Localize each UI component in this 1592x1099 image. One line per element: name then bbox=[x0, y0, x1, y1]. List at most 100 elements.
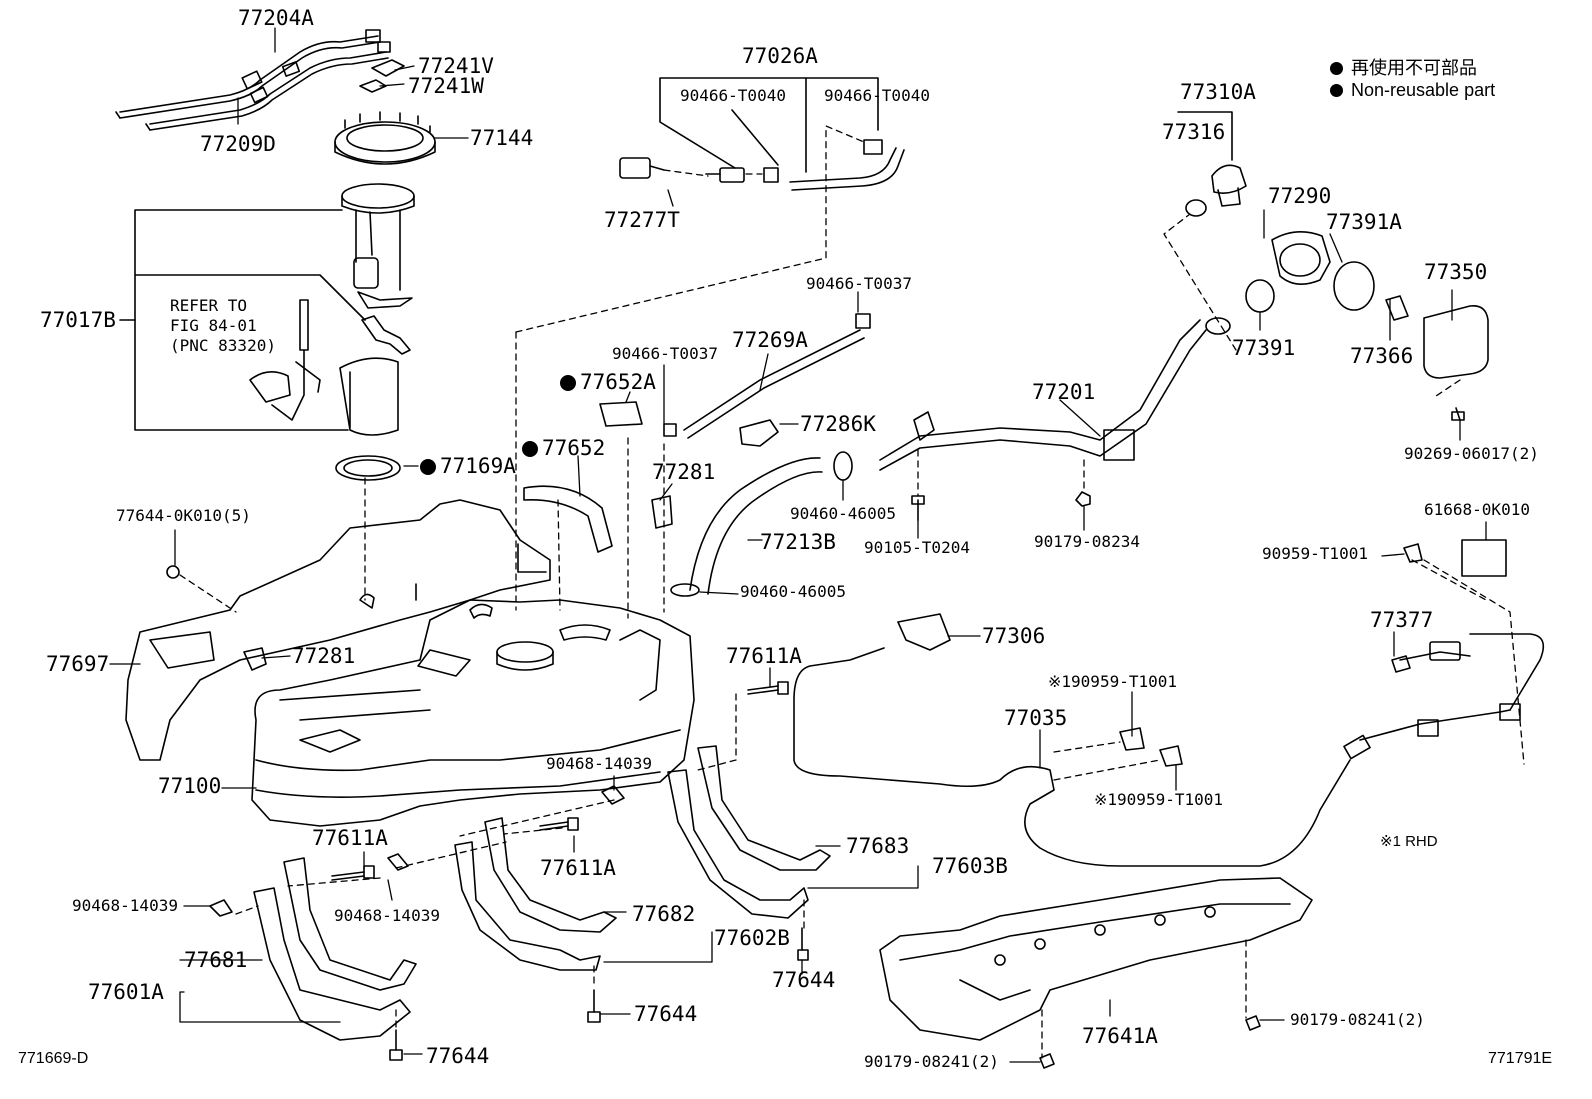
part-label: 77277T bbox=[604, 208, 680, 232]
part-label: 90179-08241(2) bbox=[864, 1052, 999, 1071]
fuel-lid-77350 bbox=[1385, 295, 1489, 421]
part-label: 90179-08234 bbox=[1034, 532, 1140, 551]
legend-non-reusable-jp: 再使用不可部品 bbox=[1330, 54, 1477, 80]
part-label: 77100 bbox=[158, 774, 222, 798]
figure-code-right: 771791E bbox=[1488, 1050, 1553, 1067]
part-label: 90460-46005 bbox=[790, 504, 896, 523]
non-reusable-icon bbox=[420, 459, 436, 475]
strap-77601A bbox=[253, 857, 417, 1041]
part-label: 77641A bbox=[1082, 1024, 1158, 1048]
part-label: 77644 bbox=[634, 1002, 698, 1026]
bullet-icon bbox=[1330, 84, 1343, 97]
label-61668 bbox=[1461, 539, 1507, 577]
part-label: 90466-T0037 bbox=[612, 344, 718, 363]
part-label: 90460-46005 bbox=[740, 582, 846, 601]
part-label: 77035 bbox=[1004, 706, 1068, 730]
clip-90468-c bbox=[209, 899, 233, 917]
part-label: 77241V bbox=[418, 54, 494, 78]
part-label: 77697 bbox=[46, 652, 110, 676]
fuel-line-assembly bbox=[115, 29, 391, 131]
part-label: 90466-T0037 bbox=[806, 274, 912, 293]
part-label: 77366 bbox=[1350, 344, 1414, 368]
part-label: 90105-T0204 bbox=[864, 538, 970, 557]
part-label: 77377 bbox=[1370, 608, 1434, 632]
fuel-cap-assembly bbox=[1177, 111, 1375, 313]
non-reusable-icon bbox=[560, 375, 576, 391]
tube-77269A bbox=[663, 313, 871, 439]
protector-77641A bbox=[879, 877, 1313, 1041]
part-label: 77611A bbox=[726, 644, 802, 668]
fuel-lid-cable bbox=[793, 613, 1545, 867]
rhd-note: ※1 RHD bbox=[1380, 833, 1438, 850]
bolts bbox=[331, 681, 809, 1061]
bracket-77017B bbox=[119, 209, 366, 431]
vent-hose-77026A bbox=[619, 77, 905, 191]
part-label: 61668-0K010 bbox=[1424, 500, 1530, 519]
part-label: 90959-T1001 bbox=[1262, 544, 1368, 563]
bullet-icon bbox=[1330, 62, 1343, 75]
part-label: 77683 bbox=[846, 834, 910, 858]
part-label: 77611A bbox=[312, 826, 388, 850]
part-label: 77391A bbox=[1326, 210, 1402, 234]
part-label: 77281 bbox=[652, 460, 716, 484]
part-label: ※190959-T1001 bbox=[1094, 790, 1223, 809]
pad-77652 bbox=[523, 485, 613, 553]
part-label: 77682 bbox=[632, 902, 696, 926]
pad-77652A bbox=[599, 401, 643, 427]
part-label: 77310A bbox=[1180, 80, 1256, 104]
part-label: 77281 bbox=[292, 644, 356, 668]
clips-77241 bbox=[359, 59, 405, 93]
part-label: 77611A bbox=[540, 856, 616, 880]
part-label: 90269-06017(2) bbox=[1404, 444, 1539, 463]
part-label: 90466-T0040 bbox=[824, 86, 930, 105]
filler-pipe-77201 bbox=[879, 317, 1231, 471]
clip-77281-left bbox=[243, 647, 267, 671]
part-label: ※190959-T1001 bbox=[1048, 672, 1177, 691]
leader-lines bbox=[109, 27, 1487, 1063]
dashed-assembly-lines bbox=[179, 125, 1525, 1059]
part-label: 77306 bbox=[982, 624, 1046, 648]
part-label: 77681 bbox=[184, 948, 248, 972]
fuel-pump-module bbox=[249, 183, 415, 436]
part-label: 77602B bbox=[714, 926, 790, 950]
part-label: 77644 bbox=[772, 968, 836, 992]
clip-77377 bbox=[1391, 655, 1411, 673]
refer-note: REFER TO FIG 84-01 (PNC 83320) bbox=[170, 296, 276, 355]
part-label: 77209D bbox=[200, 132, 276, 156]
part-label: 77290 bbox=[1268, 184, 1332, 208]
part-label: 77213B bbox=[760, 530, 836, 554]
part-label: 77169A bbox=[420, 456, 516, 477]
clamp-77286K bbox=[739, 419, 779, 447]
part-label: 90466-T0040 bbox=[680, 86, 786, 105]
part-label: 77026A bbox=[742, 44, 818, 68]
part-label: 77201 bbox=[1032, 380, 1096, 404]
non-reusable-icon bbox=[522, 441, 538, 457]
part-label: 77644-0K010(5) bbox=[116, 506, 251, 525]
part-label: 90468-14039 bbox=[546, 754, 652, 773]
part-label: 77241W bbox=[408, 74, 484, 98]
hose-77213B bbox=[670, 451, 853, 597]
part-label: 90179-08241(2) bbox=[1290, 1010, 1425, 1029]
part-label: 77204A bbox=[238, 6, 314, 30]
legend-non-reusable-en: Non-reusable part bbox=[1330, 80, 1495, 101]
clip-90468-a bbox=[601, 785, 625, 805]
gasket-77169A bbox=[335, 455, 401, 481]
part-label: 77652A bbox=[560, 372, 656, 393]
clip-190959-a bbox=[1119, 727, 1145, 751]
part-label: 77316 bbox=[1162, 120, 1226, 144]
part-label: 90468-14039 bbox=[334, 906, 440, 925]
fuel-tank-77100 bbox=[251, 599, 695, 827]
heat-shield-77697 bbox=[125, 499, 551, 761]
clip-90468-b bbox=[387, 853, 409, 871]
part-label: 77350 bbox=[1424, 260, 1488, 284]
part-label: 90468-14039 bbox=[72, 896, 178, 915]
part-label: 77652 bbox=[522, 438, 605, 459]
part-label: 77269A bbox=[732, 328, 808, 352]
strap-77603B bbox=[667, 745, 831, 919]
strap-77602B bbox=[454, 817, 617, 971]
part-label: 77603B bbox=[932, 854, 1008, 878]
clip-90959 bbox=[1403, 543, 1423, 563]
part-label: 77017B bbox=[40, 308, 116, 332]
